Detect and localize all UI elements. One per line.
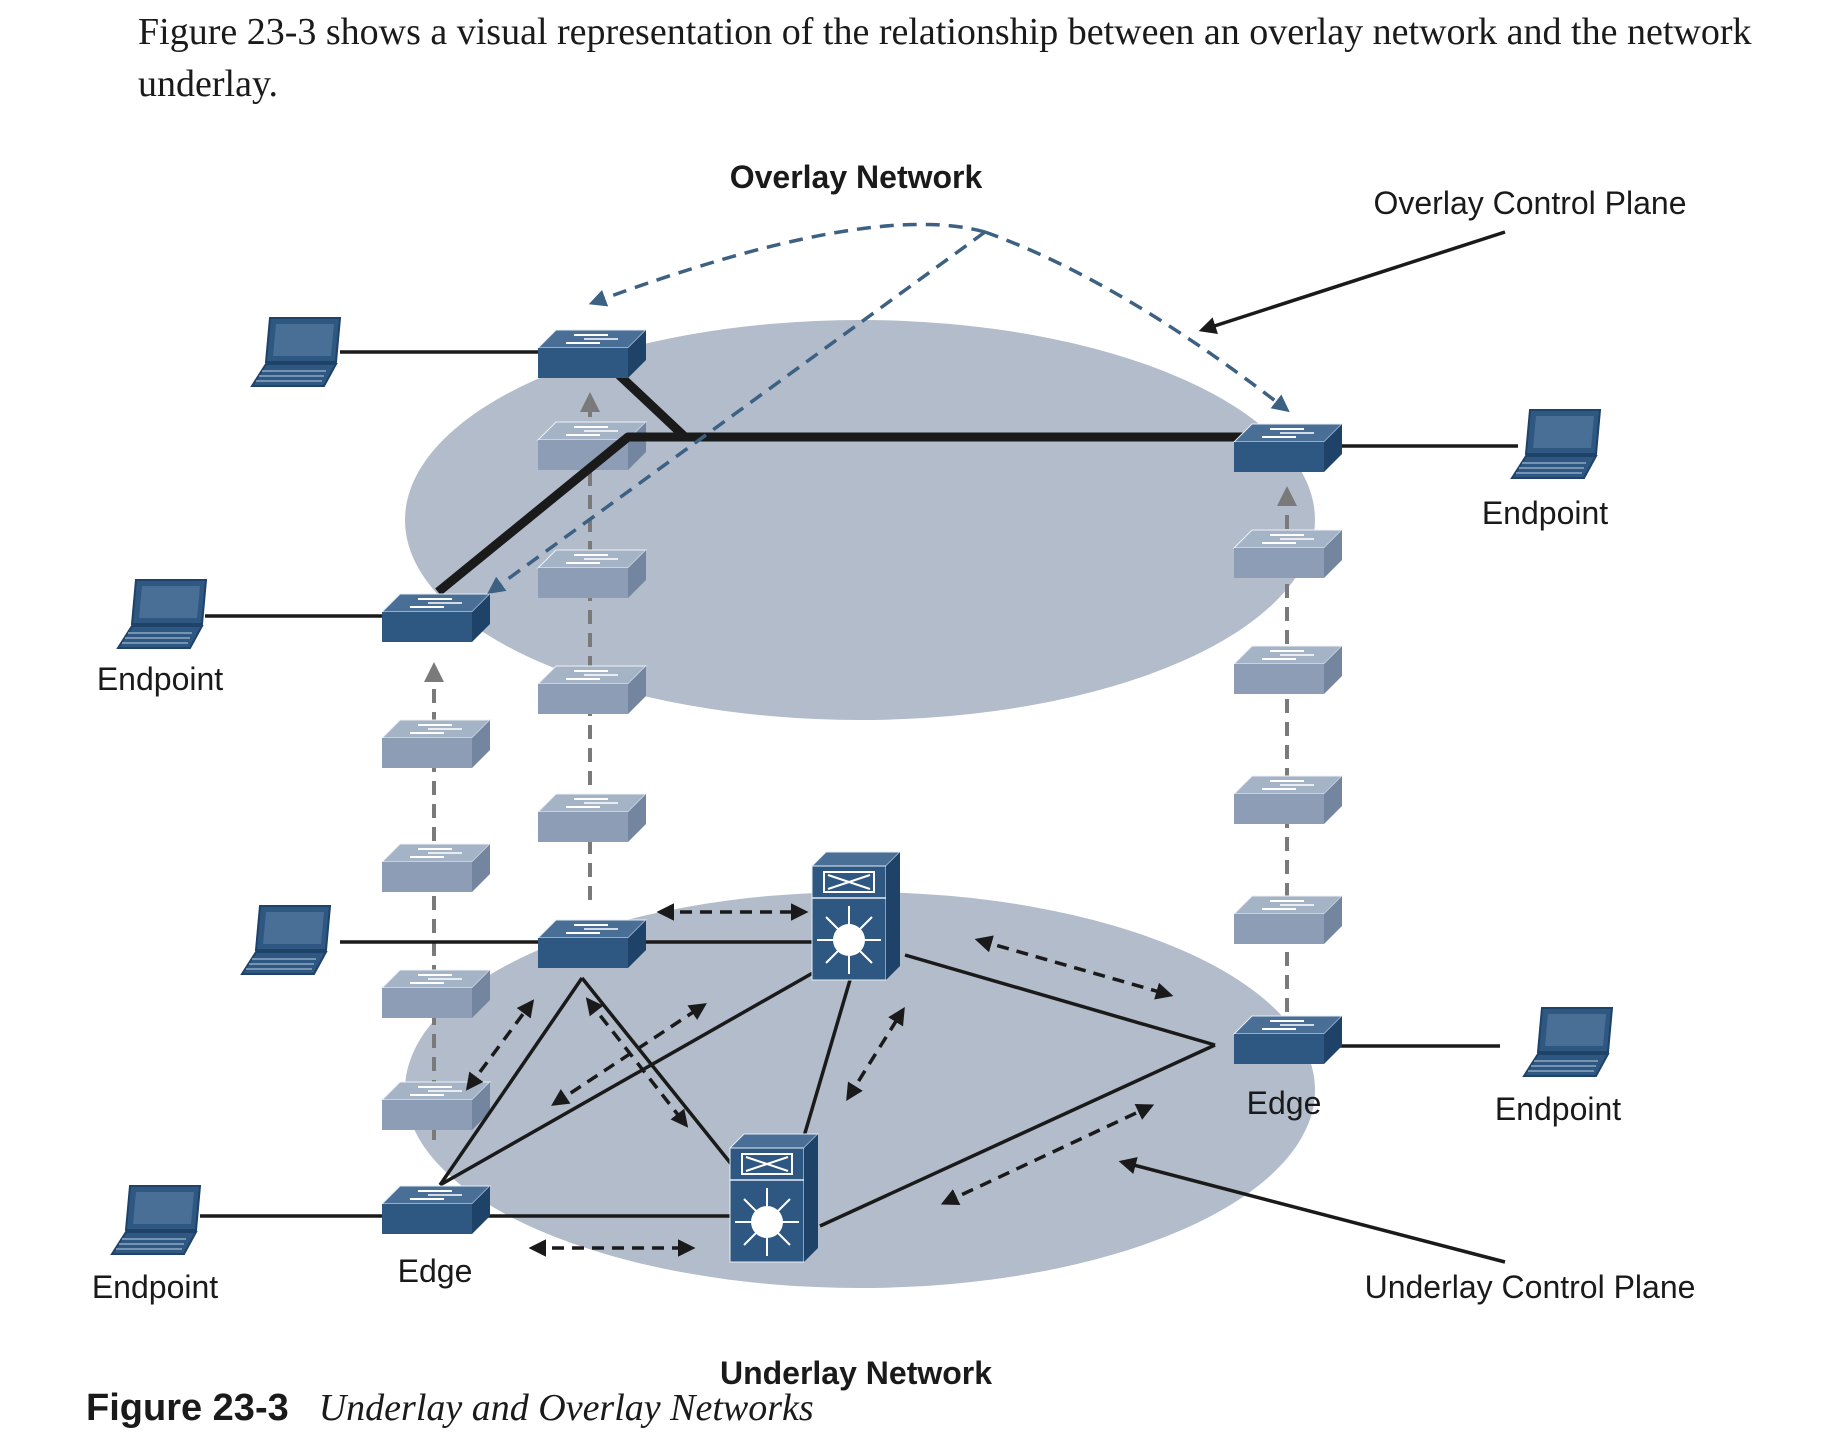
figure-title: Underlay and Overlay Networks [318, 1387, 814, 1429]
laptop-icon [251, 317, 341, 387]
multilayer-switch-top[interactable] [811, 851, 901, 981]
underlay-network-title: Underlay Network [720, 1355, 992, 1391]
edge-label: Edge [398, 1253, 473, 1289]
overlay-switch-left[interactable] [381, 593, 491, 643]
figure-caption: Figure 23-3 Underlay and Overlay Networks [86, 1386, 814, 1430]
underlay-control-plane-label: Underlay Control Plane [1365, 1269, 1696, 1305]
edge-label: Edge [1247, 1085, 1322, 1121]
endpoint-label: Endpoint [92, 1269, 218, 1305]
underlay-switch-top[interactable] [537, 919, 647, 969]
endpoint-label: Endpoint [97, 661, 223, 697]
overlay-control-plane-pointer [1198, 230, 1506, 335]
underlay-control-plane-paths [465, 903, 1174, 1257]
overlay-switch-top[interactable] [537, 329, 647, 379]
multilayer-switch-bottom[interactable] [729, 1133, 819, 1263]
overlay-endpoint-links [205, 350, 1518, 618]
underlay-edge-switch-right[interactable] [1233, 1015, 1343, 1065]
laptop-icon [1523, 1007, 1613, 1077]
laptop-icon [117, 579, 207, 649]
endpoint-label: Endpoint [1495, 1091, 1621, 1127]
overlay-control-plane-paths [487, 222, 1290, 595]
overlay-tunnels [435, 370, 1245, 596]
overlay-control-plane-label: Overlay Control Plane [1373, 185, 1686, 221]
laptop-icon [241, 905, 331, 975]
laptop-icon [111, 1185, 201, 1255]
underlay-control-plane-pointer [1118, 1157, 1506, 1264]
underlay-edge-switch-left[interactable] [381, 1185, 491, 1235]
laptop-icon [1511, 409, 1601, 479]
figure-number: Figure 23-3 [86, 1387, 289, 1429]
overlay-network-title: Overlay Network [730, 159, 983, 195]
overlay-switch-right[interactable] [1233, 423, 1343, 473]
intro-paragraph: Figure 23-3 shows a visual representatio… [138, 11, 1752, 105]
overlay-plane [405, 320, 1315, 720]
endpoint-label: Endpoint [1482, 495, 1608, 531]
